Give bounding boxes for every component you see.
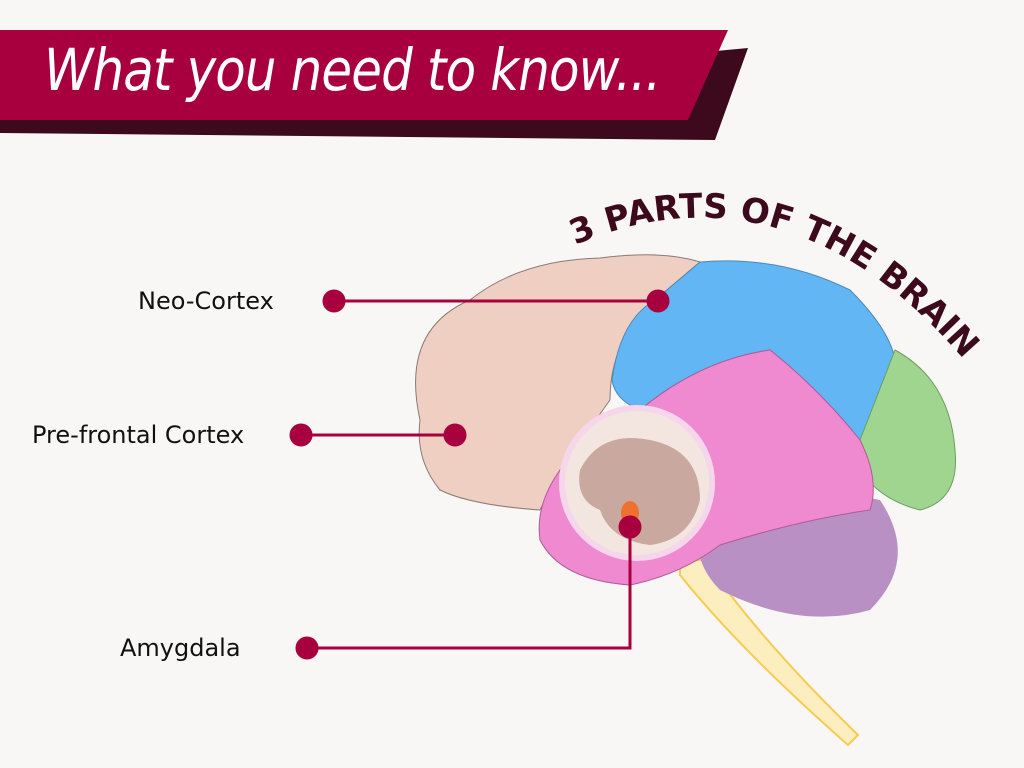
page-title: What you need to know... bbox=[44, 36, 661, 104]
neo-cortex-marker-start bbox=[322, 289, 346, 313]
occipital-region bbox=[859, 349, 957, 511]
banner-background bbox=[0, 30, 728, 120]
amygdala-marker-start bbox=[295, 636, 319, 660]
amygdala-marker-end bbox=[618, 515, 642, 539]
prefrontal-marker-end bbox=[443, 423, 467, 447]
brainstem bbox=[679, 559, 860, 747]
label-amygdala: Amygdala bbox=[120, 634, 241, 662]
label-prefrontal-cortex: Pre-frontal Cortex bbox=[32, 421, 245, 449]
prefrontal-marker-start bbox=[289, 423, 313, 447]
limbic-structures bbox=[579, 438, 700, 545]
title-banner bbox=[0, 30, 748, 140]
label-neo-cortex: Neo-Cortex bbox=[138, 287, 274, 315]
neo-cortex-marker-end bbox=[646, 289, 670, 313]
